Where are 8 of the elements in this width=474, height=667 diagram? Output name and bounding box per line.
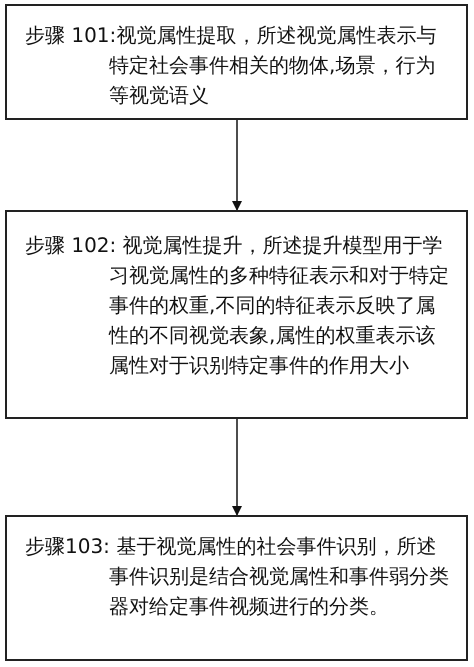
step-text: 步骤103: 基于视觉属性的社会事件识别，所述事件识别是结合视觉属性和事件弱分类器对给定事件视频进行的分类。 [25, 533, 450, 620]
arrow [232, 419, 242, 516]
arrow [232, 120, 242, 211]
process-box [5, 4, 468, 120]
step-text: 步骤 101:视觉属性提取，所述视觉属性表示与特定社会事件相关的物体,场景，行为等视觉语义 [25, 22, 438, 109]
process-box [5, 515, 468, 661]
step-text: 步骤 102: 视觉属性提升，所述提升模型用于学习视觉属性的多种特征表示和对于特定事件的权重,不同的特征表示反映了属性的不同视觉表象,属性的权重表示该属性对于识别特定事件的作用大小 [25, 232, 450, 379]
process-box [5, 210, 468, 419]
